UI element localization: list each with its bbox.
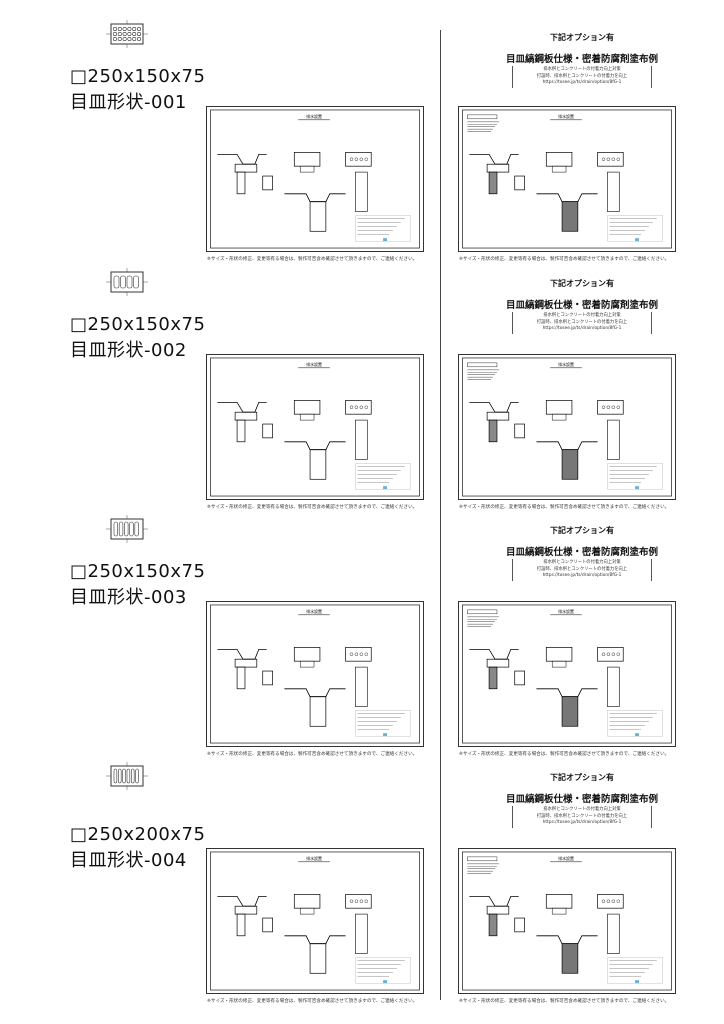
drawing-title: 排水設置: [306, 609, 322, 614]
product-row: □250x200x75 目皿形状-004 排水設置 ※サイズ・形状の修正、変更等有る場…: [0, 742, 724, 1004]
product-label: □250x150x75 目皿形状-002: [70, 312, 205, 364]
option-title: 目皿縞鋼板仕様・密着防腐剤塗布例: [505, 54, 658, 65]
product-row: □250x150x75 目皿形状-003 排水設置 ※サイズ・形状の修正、変更等有る場…: [0, 495, 724, 757]
product-shape: 目皿形状-002: [70, 340, 187, 361]
drawing-title: 排水設置: [306, 856, 322, 861]
option-title: 目皿縞鋼板仕様・密着防腐剤塗布例: [505, 547, 658, 558]
column-divider: [440, 30, 441, 1000]
caption-note: ※サイズ・形状の修正、変更等有る場合は、製作可否含め確認させて頂きますので、ご連…: [207, 752, 418, 757]
product-size: □250x150x75: [70, 66, 206, 87]
option-link[interactable]: https://tosee.jp/ts/drain/option/8fG-1: [542, 573, 622, 578]
product-label: □250x150x75 目皿形状-003: [70, 559, 205, 611]
oval-holes-grate-icon: [106, 268, 148, 296]
long-slot-grate-icon: [106, 762, 148, 790]
option-line: 排水桝とコンクリートの付着力向上対策: [543, 67, 621, 72]
technical-drawing: 排水設置: [462, 357, 672, 497]
option-line: 排水桝とコンクリートの付着力向上対策: [543, 807, 621, 812]
product-label: □250x200x75 目皿形状-004: [70, 822, 205, 874]
caption-note: ※サイズ・形状の修正、変更等有る場合は、製作可否含め確認させて頂きますので、ご連…: [207, 999, 418, 1004]
option-line: 打設時、排水桝とコンクリートの付着力を向上: [536, 73, 628, 79]
round-holes-grate-icon: [106, 20, 148, 48]
caption-note: ※サイズ・形状の修正、変更等有る場合は、製作可否含め確認させて頂きますので、ご連…: [459, 505, 670, 510]
slot-grate-icon: [106, 515, 148, 543]
caption-note: ※サイズ・形状の修正、変更等有る場合は、製作可否含め確認させて頂きますので、ご連…: [207, 257, 418, 262]
drawing-sheet-standard: 排水設置: [206, 601, 424, 747]
drawing-sheet-option: 排水設置: [458, 848, 676, 994]
option-line: 打設時、排水桝とコンクリートの付着力を向上: [536, 319, 628, 325]
option-heading: 下記オプション有: [550, 526, 614, 535]
product-shape: 目皿形状-003: [70, 587, 187, 608]
product-shape: 目皿形状-004: [70, 850, 187, 871]
option-line: 排水桝とコンクリートの付着力向上対策: [543, 313, 621, 318]
drawing-sheet-option: 排水設置: [458, 354, 676, 500]
option-line: 打設時、排水桝とコンクリートの付着力を向上: [536, 566, 628, 572]
drawing-sheet-option: 排水設置: [458, 601, 676, 747]
option-title: 目皿縞鋼板仕様・密着防腐剤塗布例: [505, 300, 658, 311]
caption-note: ※サイズ・形状の修正、変更等有る場合は、製作可否含め確認させて頂きますので、ご連…: [207, 505, 418, 510]
option-title: 目皿縞鋼板仕様・密着防腐剤塗布例: [505, 794, 658, 805]
drawing-sheet-option: 排水設置: [458, 106, 676, 252]
drawing-title: 排水設置: [558, 856, 574, 861]
caption-note: ※サイズ・形状の修正、変更等有る場合は、製作可否含め確認させて頂きますので、ご連…: [459, 999, 670, 1004]
product-label: □250x150x75 目皿形状-001: [70, 64, 205, 116]
technical-drawing: 排水設置: [462, 604, 672, 744]
technical-drawing: 排水設置: [210, 357, 420, 497]
drawing-title: 排水設置: [558, 609, 574, 614]
drawing-sheet-standard: 排水設置: [206, 848, 424, 994]
technical-drawing: 排水設置: [210, 604, 420, 744]
caption-note: ※サイズ・形状の修正、変更等有る場合は、製作可否含め確認させて頂きますので、ご連…: [459, 752, 670, 757]
product-shape: 目皿形状-001: [70, 92, 187, 113]
drawing-title: 排水設置: [306, 114, 322, 119]
product-row: □250x150x75 目皿形状-002 排水設置 ※サイズ・形状の修正、変更等有る場…: [0, 248, 724, 510]
drawing-sheet-standard: 排水設置: [206, 106, 424, 252]
drawing-sheet-standard: 排水設置: [206, 354, 424, 500]
technical-drawing: 排水設置: [462, 109, 672, 249]
drawing-title: 排水設置: [558, 362, 574, 367]
drawing-title: 排水設置: [306, 362, 322, 367]
option-heading: 下記オプション有: [550, 279, 614, 288]
option-link[interactable]: https://tosee.jp/ts/drain/option/8fG-1: [542, 80, 622, 85]
option-link[interactable]: https://tosee.jp/ts/drain/option/8fG-1: [542, 326, 622, 331]
drawing-title: 排水設置: [558, 114, 574, 119]
option-heading: 下記オプション有: [550, 773, 614, 782]
technical-drawing: 排水設置: [210, 851, 420, 991]
option-link[interactable]: https://tosee.jp/ts/drain/option/8fG-1: [542, 820, 622, 825]
product-size: □250x150x75: [70, 314, 206, 335]
technical-drawing: 排水設置: [462, 851, 672, 991]
caption-note: ※サイズ・形状の修正、変更等有る場合は、製作可否含め確認させて頂きますので、ご連…: [459, 257, 670, 262]
technical-drawing: 排水設置: [210, 109, 420, 249]
product-row: □250x150x75 目皿形状-001 排水設置 ※サイズ・形状の修正、変更等有る場…: [0, 0, 724, 262]
option-line: 打設時、排水桝とコンクリートの付着力を向上: [536, 813, 628, 819]
product-size: □250x150x75: [70, 561, 206, 582]
product-size: □250x200x75: [70, 824, 206, 845]
option-heading: 下記オプション有: [550, 33, 614, 42]
option-line: 排水桝とコンクリートの付着力向上対策: [543, 560, 621, 565]
